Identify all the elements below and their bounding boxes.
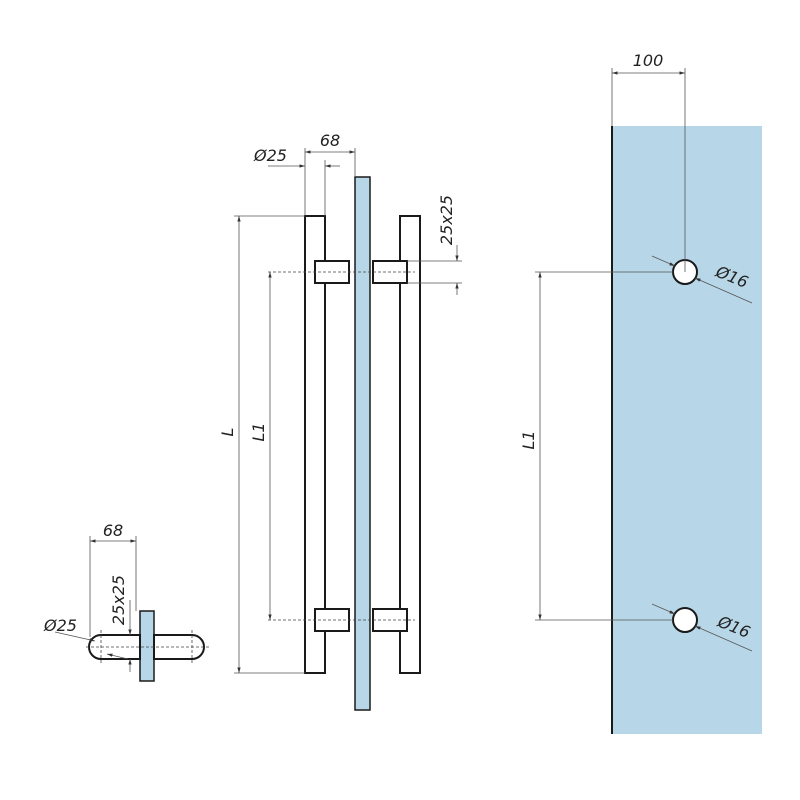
glass-view-hole-top-leader-in bbox=[651, 255, 676, 267]
top-view-diameter-label: Ø25 bbox=[43, 616, 77, 635]
glass-view: 100 L1 Ø16 Ø16 bbox=[519, 51, 762, 734]
glass-view-hole-top-leader-out bbox=[694, 277, 753, 304]
front-view-left-bar bbox=[304, 215, 326, 674]
front-view-depth-label: 68 bbox=[320, 131, 340, 150]
front-view: 68 Ø25 25x25 L L1 bbox=[218, 131, 462, 711]
top-view: 68 25x25 Ø25 bbox=[43, 521, 210, 682]
top-view-diameter-leader-2 bbox=[106, 653, 129, 660]
glass-view-L1-label: L1 bbox=[519, 430, 538, 449]
glass-view-hole-bottom-leader-in bbox=[651, 603, 676, 615]
top-view-section-label: 25x25 bbox=[109, 575, 128, 625]
front-view-section-label: 25x25 bbox=[437, 195, 456, 245]
glass-hole-bottom bbox=[672, 607, 698, 633]
glass-view-hole-bottom-leader-out bbox=[694, 625, 753, 652]
top-view-glass bbox=[139, 610, 155, 682]
top-view-left-handle bbox=[88, 634, 141, 660]
front-view-glass bbox=[354, 176, 371, 711]
glass-panel bbox=[612, 126, 762, 734]
front-view-diameter-label: Ø25 bbox=[253, 146, 287, 165]
top-view-diameter-leader bbox=[54, 631, 96, 642]
glass-view-100-label: 100 bbox=[633, 51, 664, 70]
front-view-L1-label: L1 bbox=[249, 422, 268, 441]
top-view-depth-label: 68 bbox=[103, 521, 123, 540]
front-view-L-label: L bbox=[218, 428, 237, 437]
front-view-right-bar bbox=[399, 215, 421, 674]
